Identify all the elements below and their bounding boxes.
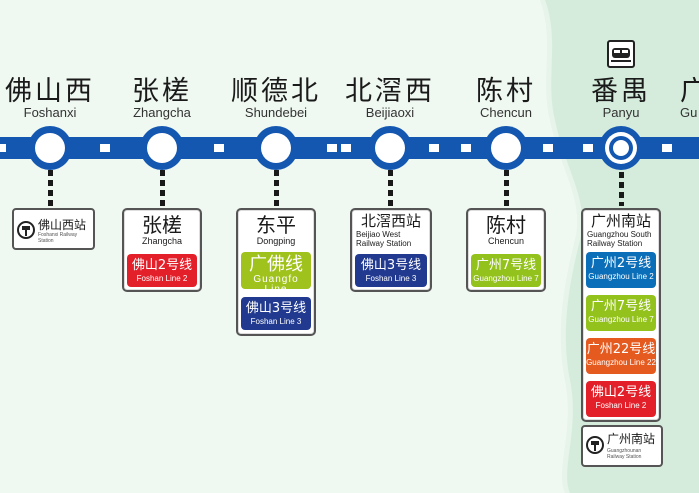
transfer-card-guangzhounan[interactable]: 广州南站 Guangzhou South Railway Station 广州2… xyxy=(581,208,661,422)
station-name-zh: 张槎 xyxy=(132,76,192,107)
rail-card-guangzhounan[interactable]: 广州南站 Guangzhounan Railway Station xyxy=(581,425,663,467)
rail-station-name-zh: 广州南站 xyxy=(607,432,656,446)
line-badge-foshan-2[interactable]: 佛山2号线 Foshan Line 2 xyxy=(586,381,656,417)
station-markers xyxy=(28,126,643,170)
transfer-card-beijiaoxi[interactable]: 北滘西站 Beijiao West Railway Station 佛山3号线 … xyxy=(350,208,432,292)
transfer-card-zhangcha[interactable]: 张槎 Zhangcha 佛山2号线 Foshan Line 2 xyxy=(122,208,202,292)
transfer-name-en: Dongping xyxy=(256,236,296,246)
transfer-name-zh: 张槎 xyxy=(142,213,182,237)
transfer-name-en-2: Railway Station xyxy=(587,239,643,248)
station-foshanxi[interactable]: 佛山西 Foshanxi xyxy=(0,76,108,120)
transfer-card-chencun[interactable]: 陈村 Chencun 广州7号线 Guangzhou Line 7 xyxy=(466,208,546,292)
station-name-zh: 顺德北 xyxy=(231,76,321,107)
station-name-zh: 陈村 xyxy=(476,76,536,107)
station-panyu[interactable]: 番禺 Panyu xyxy=(563,76,679,120)
railway-logo-icon xyxy=(17,221,35,239)
train-icon xyxy=(607,40,635,68)
rail-station-name-en: Guangzhounan Railway Station xyxy=(607,448,642,460)
transfer-name-en: Zhangcha xyxy=(141,236,183,246)
rail-station-name-zh: 佛山西站 xyxy=(38,218,87,232)
station-name-en: Panyu xyxy=(602,105,640,120)
station-beijiaoxi[interactable]: 北滘西 Beijiaoxi xyxy=(332,76,448,120)
station-name-en: Beijiaoxi xyxy=(365,105,415,120)
station-shundebei[interactable]: 顺德北 Shundebei xyxy=(218,76,334,120)
rail-card-foshanxi[interactable]: 佛山西站 Foshanxi Railway Station xyxy=(12,208,95,250)
line-badge-guangzhou-7[interactable]: 广州7号线 Guangzhou Line 7 xyxy=(471,254,541,287)
transfer-card-dongping[interactable]: 东平 Dongping 广佛线 Guangfo Line 佛山3号线 Fosha… xyxy=(236,208,316,336)
transfer-name-zh: 东平 xyxy=(256,213,296,237)
transfer-name-en: Chencun xyxy=(487,236,525,246)
transfer-name-en: Beijiao West xyxy=(356,230,401,239)
transfer-name-zh: 陈村 xyxy=(486,213,526,237)
station-name-en: Gu xyxy=(680,105,698,120)
line-badge-foshan-2[interactable]: 佛山2号线 Foshan Line 2 xyxy=(127,254,197,287)
station-name-en: Chencun xyxy=(479,105,533,120)
station-name-zh: 北滘西 xyxy=(345,76,435,107)
line-badge-foshan-3[interactable]: 佛山3号线 Foshan Line 3 xyxy=(241,297,311,330)
station-name-en: Shundebei xyxy=(244,105,308,120)
line-badge-guangzhou-22[interactable]: 广州22号线 Guangzhou Line 22 xyxy=(586,338,656,374)
railway-logo-icon xyxy=(586,436,604,454)
station-zhangcha[interactable]: 张槎 Zhangcha xyxy=(104,76,220,120)
transfer-name-zh: 广州南站 xyxy=(590,212,651,230)
station-name-en: Foshanxi xyxy=(23,105,77,120)
transfer-name-en: Guangzhou South xyxy=(587,230,652,239)
line-badge-guangzhou-2[interactable]: 广州2号线 Guangzhou Line 2 xyxy=(586,252,656,288)
station-name-zh: 番禺 xyxy=(591,76,651,107)
station-name-zh: 佛山西 xyxy=(5,76,95,107)
station-name-en: Zhangcha xyxy=(133,105,191,120)
line-badge-foshan-3[interactable]: 佛山3号线 Foshan Line 3 xyxy=(355,254,427,287)
station-name-zh: 广 xyxy=(680,76,699,107)
transfer-name-en-2: Railway Station xyxy=(356,239,412,248)
station-chencun[interactable]: 陈村 Chencun xyxy=(448,76,564,120)
line-badge-guangzhou-7[interactable]: 广州7号线 Guangzhou Line 7 xyxy=(586,295,656,331)
line-badge-guangfo[interactable]: 广佛线 Guangfo Line xyxy=(241,252,311,295)
transfer-name-zh: 北滘西站 xyxy=(360,212,421,230)
rail-station-name-en: Foshanxi Railway Station xyxy=(38,232,78,244)
station-next-partial[interactable]: 广 Gu xyxy=(680,76,699,120)
